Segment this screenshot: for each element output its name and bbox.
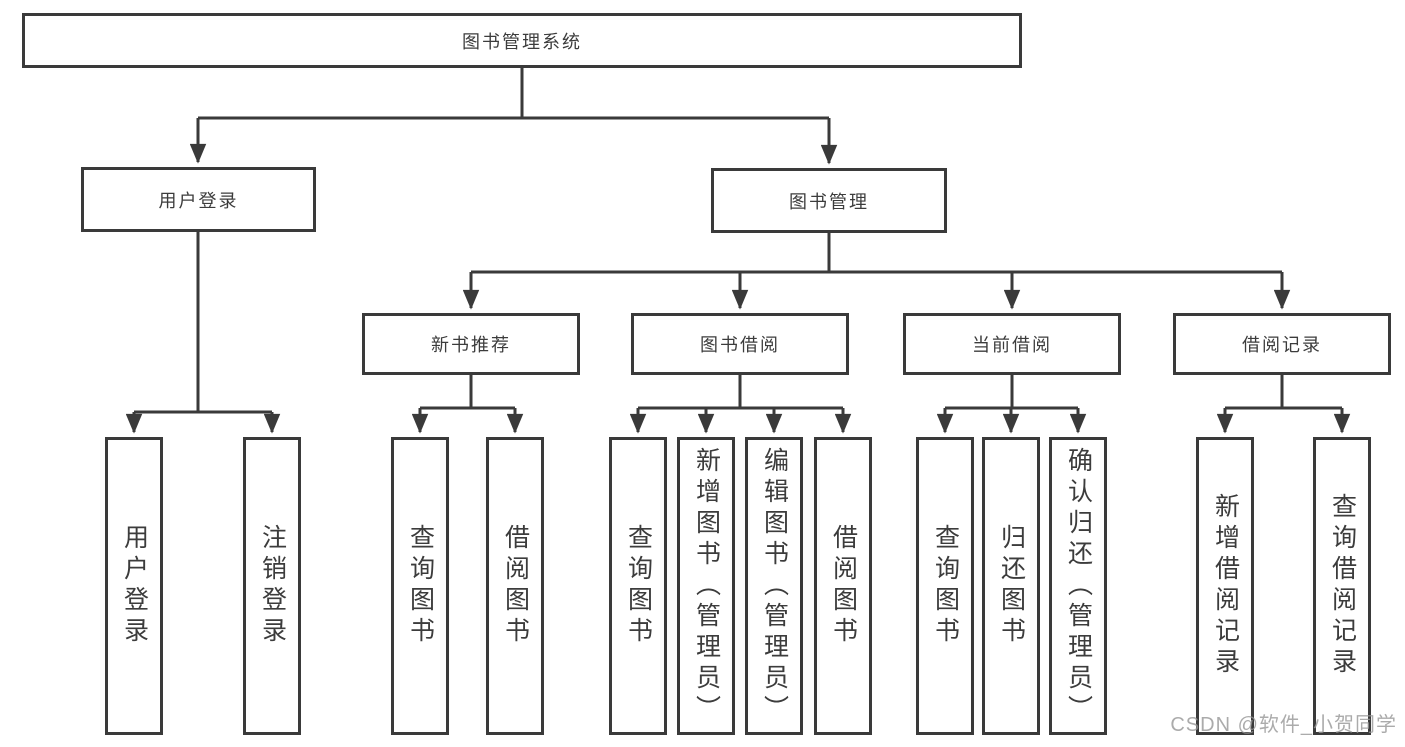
leaf-add-book-admin: 新增图书（管理员） [677, 437, 735, 735]
node-user-login: 用户登录 [81, 167, 316, 232]
leaf-query-books-2-label: 查询图书 [624, 524, 653, 648]
node-new-book-recommend: 新书推荐 [362, 313, 580, 375]
node-book-borrowing: 图书借阅 [631, 313, 849, 375]
leaf-logout-label: 注销登录 [258, 524, 287, 648]
leaf-edit-book-admin: 编辑图书（管理员） [745, 437, 803, 735]
node-book-borrowing-label: 图书借阅 [700, 335, 780, 355]
node-book-management: 图书管理 [711, 168, 947, 233]
leaf-borrow-books-2-label: 借阅图书 [829, 524, 858, 648]
leaf-add-book-admin-label: 新增图书（管理员） [692, 446, 721, 726]
leaf-add-borrow-record-label: 新增借阅记录 [1211, 493, 1240, 679]
leaf-confirm-return-admin-label: 确认归还（管理员） [1064, 446, 1093, 726]
node-new-book-recommend-label: 新书推荐 [431, 335, 511, 355]
node-root-label: 图书管理系统 [462, 31, 582, 52]
node-root: 图书管理系统 [22, 13, 1022, 68]
leaf-query-books-1: 查询图书 [391, 437, 449, 735]
leaf-borrow-books-1: 借阅图书 [486, 437, 544, 735]
leaf-edit-book-admin-label: 编辑图书（管理员） [760, 446, 789, 726]
leaf-query-books-2: 查询图书 [609, 437, 667, 735]
leaf-confirm-return-admin: 确认归还（管理员） [1049, 437, 1107, 735]
leaf-borrow-books-1-label: 借阅图书 [501, 524, 530, 648]
leaf-borrow-books-2: 借阅图书 [814, 437, 872, 735]
leaf-logout: 注销登录 [243, 437, 301, 735]
leaf-query-books-3-label: 查询图书 [931, 524, 960, 648]
node-current-borrowing-label: 当前借阅 [972, 335, 1052, 355]
leaf-add-borrow-record: 新增借阅记录 [1196, 437, 1254, 735]
node-borrowing-records: 借阅记录 [1173, 313, 1391, 375]
node-user-login-label: 用户登录 [158, 190, 239, 211]
leaf-query-books-3: 查询图书 [916, 437, 974, 735]
watermark: CSDN @软件_小贺同学 [1170, 714, 1397, 736]
node-borrowing-records-label: 借阅记录 [1242, 335, 1322, 355]
leaf-query-books-1-label: 查询图书 [406, 524, 435, 648]
leaf-return-books-label: 归还图书 [997, 524, 1026, 648]
node-current-borrowing: 当前借阅 [903, 313, 1121, 375]
leaf-user-login: 用户登录 [105, 437, 163, 735]
leaf-user-login-label: 用户登录 [120, 524, 149, 648]
leaf-query-borrow-record: 查询借阅记录 [1313, 437, 1371, 735]
leaf-query-borrow-record-label: 查询借阅记录 [1328, 493, 1357, 679]
node-book-management-label: 图书管理 [789, 191, 869, 212]
leaf-return-books: 归还图书 [982, 437, 1040, 735]
